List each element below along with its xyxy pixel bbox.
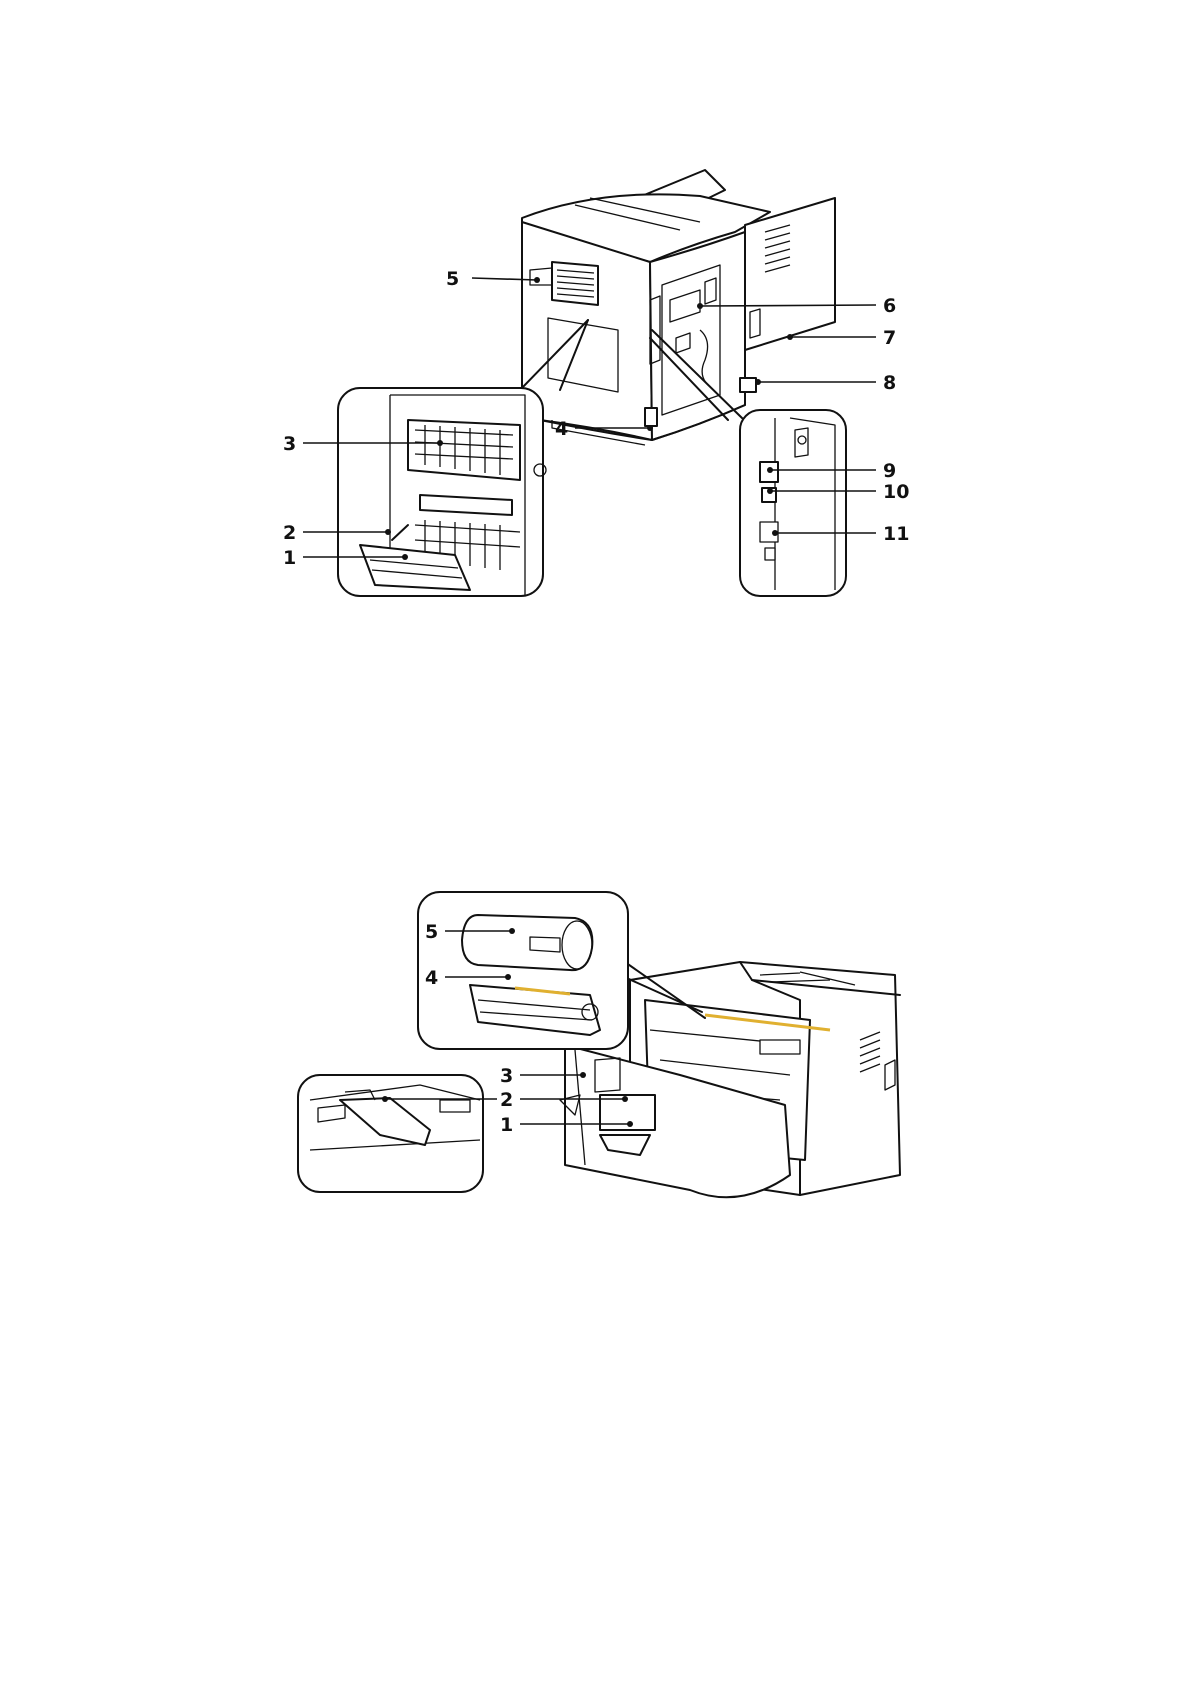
rear-door-inset [338,388,546,596]
svg-text:1: 1 [283,547,296,569]
svg-text:6: 6 [883,295,896,317]
svg-text:8: 8 [883,372,896,394]
side-cover [745,198,835,350]
side-panel [650,232,745,440]
svg-text:7: 7 [883,327,896,349]
power-connector [740,378,756,392]
svg-text:5: 5 [425,921,438,943]
svg-text:10: 10 [883,481,909,503]
svg-text:11: 11 [883,523,909,545]
power-switch [645,408,657,426]
svg-text:5: 5 [446,268,459,290]
svg-text:3: 3 [500,1065,513,1087]
callout-8-top: 8 [755,372,896,394]
svg-text:4: 4 [425,967,438,989]
svg-text:3: 3 [283,433,296,455]
toner-cartridge [462,915,592,970]
svg-text:9: 9 [883,460,896,482]
cartridge-inset [418,892,628,1049]
svg-text:1: 1 [500,1114,513,1136]
ports-inset [740,410,846,596]
svg-text:4: 4 [555,418,568,440]
svg-text:2: 2 [283,522,296,544]
rear-view-illustration [520,170,835,445]
svg-text:2: 2 [500,1089,513,1111]
output-tray-inset [298,1075,483,1192]
